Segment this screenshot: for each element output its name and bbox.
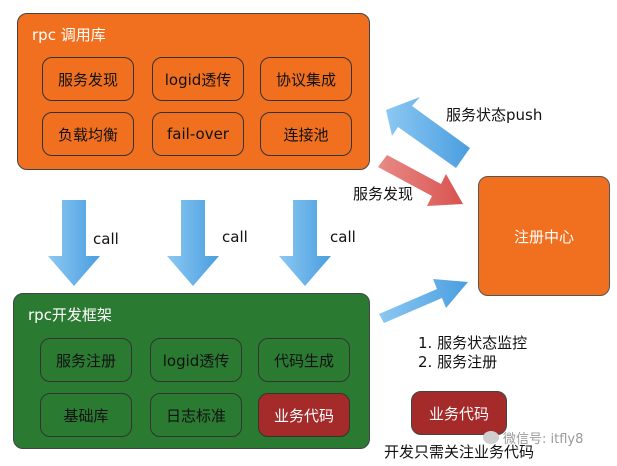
- fw-item-business-code: 业务代码: [258, 393, 350, 437]
- lib-item-service-discovery: 服务发现: [42, 57, 134, 101]
- fw-item-log-standard: 日志标准: [150, 393, 242, 437]
- lib-item-load-balance: 负载均衡: [42, 112, 134, 156]
- push-label: 服务状态push: [446, 106, 543, 124]
- fw-item-codegen: 代码生成: [258, 338, 350, 382]
- fw-item-service-register: 服务注册: [40, 338, 132, 382]
- rpc-framework-title: rpc开发框架: [28, 306, 112, 324]
- discovery-arrow: [378, 155, 463, 206]
- rpc-lib-title: rpc 调用库: [32, 26, 106, 44]
- fw-item-base-lib: 基础库: [40, 393, 132, 437]
- discovery-label: 服务发现: [353, 185, 414, 203]
- lib-item-failover: fail-over: [152, 112, 244, 156]
- call-label-2: call: [222, 228, 248, 246]
- lib-item-logid: logid透传: [152, 57, 244, 101]
- registry-item-2: 2. 服务注册: [418, 353, 498, 371]
- push-arrow: [386, 97, 470, 168]
- call-label-1: call: [93, 230, 119, 248]
- watermark-text: 微信号: itfly8: [503, 432, 584, 447]
- fw-item-logid: logid透传: [150, 338, 242, 382]
- call-arrow-3: [279, 200, 331, 286]
- call-label-3: call: [330, 228, 356, 246]
- call-arrow-2: [167, 200, 219, 286]
- watermark: 微信号: itfly8: [483, 428, 583, 447]
- registry-item-1: 1. 服务状态监控: [418, 334, 528, 352]
- legend-caption: 开发只需关注业务代码: [384, 443, 535, 461]
- registry-center: 注册中心: [478, 176, 610, 296]
- lib-item-protocol: 协议集成: [260, 57, 352, 101]
- lib-item-connection-pool: 连接池: [260, 112, 352, 156]
- wechat-icon: [483, 431, 499, 444]
- call-arrow-1: [48, 200, 100, 286]
- register-arrow: [379, 279, 468, 323]
- legend-business-code-box: 业务代码: [411, 391, 507, 435]
